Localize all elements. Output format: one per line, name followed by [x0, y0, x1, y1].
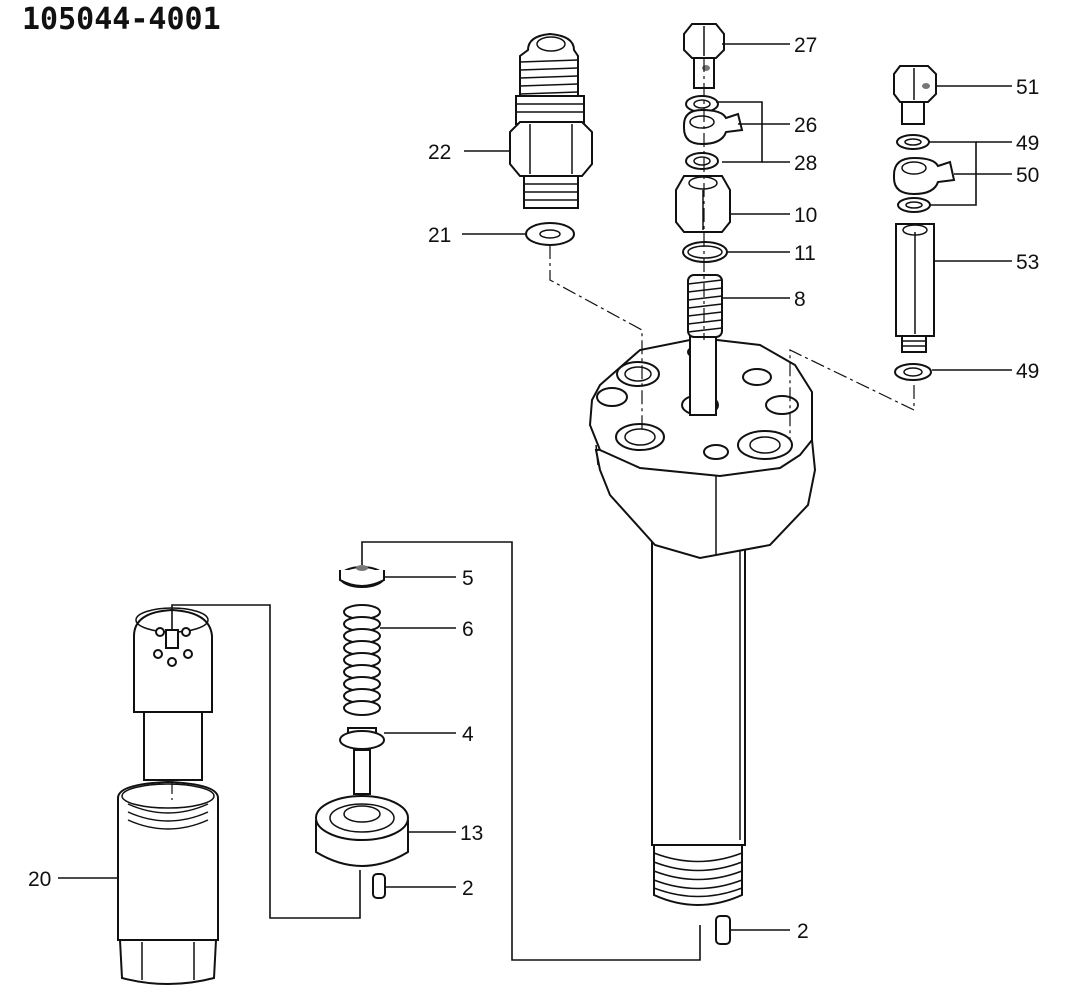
callout-49-lower: 49	[1016, 360, 1039, 383]
assembly-guide-lines	[171, 58, 915, 961]
valve-spring-holder-8	[687, 274, 723, 338]
callout-13: 13	[460, 822, 483, 845]
pin-2-left	[372, 873, 386, 899]
callout-4: 4	[462, 723, 474, 746]
callout-2-left: 2	[462, 877, 474, 900]
callout-27: 27	[794, 34, 817, 57]
pin-2-right	[715, 915, 731, 945]
delivery-valve-spring-6	[343, 604, 381, 716]
callout-49-upper: 49	[1016, 132, 1039, 155]
gasket-49-upper	[896, 134, 930, 150]
gasket-49-lower	[894, 363, 932, 381]
callout-10: 10	[794, 204, 817, 227]
delivery-valve-holder-22	[509, 32, 593, 209]
delivery-valve-4	[339, 727, 385, 795]
gasket-28	[685, 152, 719, 170]
callout-50: 50	[1016, 164, 1039, 187]
holder-nut-10	[675, 175, 731, 233]
callout-53: 53	[1016, 251, 1039, 274]
valve-seat-13	[315, 795, 409, 867]
o-ring-11	[682, 241, 728, 263]
gasket-49-middle	[897, 197, 931, 213]
callout-5: 5	[462, 567, 474, 590]
connector-53	[895, 223, 935, 353]
callout-labels: 27 26 28 10 11 8 51 49 50 53 49 22 21 5 …	[28, 34, 1039, 943]
callout-22: 22	[428, 141, 451, 164]
callout-51: 51	[1016, 76, 1039, 99]
callout-8: 8	[794, 288, 806, 311]
callout-6: 6	[462, 618, 474, 641]
pump-body	[588, 329, 817, 906]
banjo-fitting-50	[893, 156, 956, 196]
callout-2-right: 2	[797, 920, 809, 943]
callout-21: 21	[428, 224, 451, 247]
delivery-valve-nut-20	[117, 780, 219, 985]
banjo-bolt-51	[893, 65, 937, 125]
plunger-barrel-top	[133, 607, 213, 781]
spring-seat-5	[339, 565, 385, 588]
drawing-number: 105044-4001	[22, 2, 221, 37]
leader-lines	[58, 43, 1012, 931]
callout-26: 26	[794, 114, 817, 137]
callout-28: 28	[794, 152, 817, 175]
banjo-fitting-26	[683, 108, 744, 146]
callout-20: 20	[28, 868, 51, 891]
washer-21	[525, 222, 575, 246]
callout-11: 11	[794, 242, 816, 265]
